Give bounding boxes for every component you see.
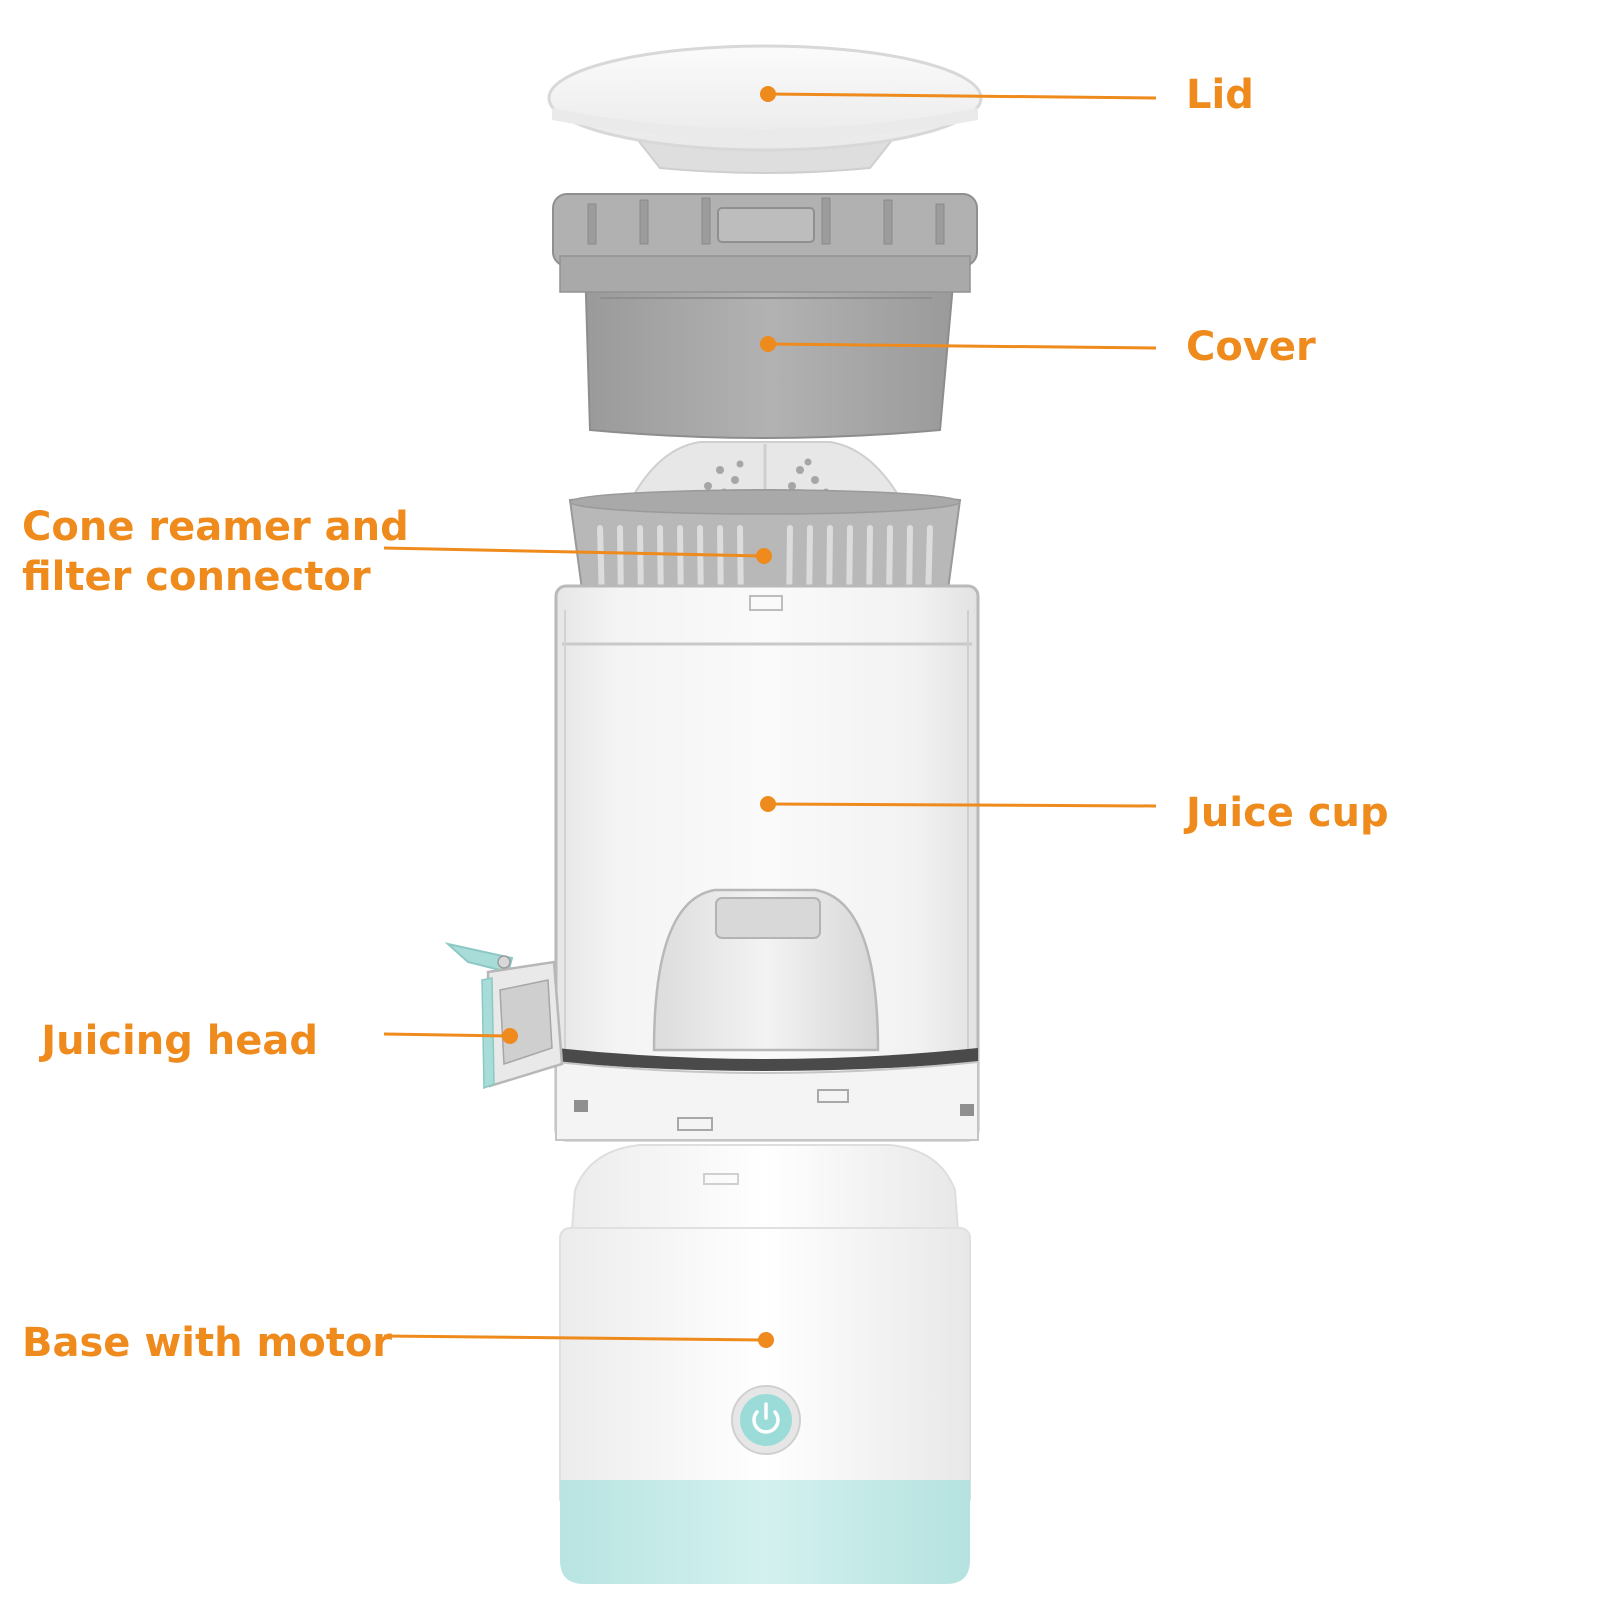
label-cover: Cover [1186,324,1316,370]
power-button[interactable] [731,1385,801,1455]
label-juicing-head: Juicing head [41,1018,318,1064]
leader-cover [760,336,1157,352]
leader-lid [760,86,1157,102]
label-cone-reamer: Cone reamer and filter connector [22,502,409,602]
lid-part [547,44,983,174]
cover-part [552,193,978,439]
label-base-with-motor: Base with motor [22,1320,393,1366]
leader-base [383,1332,774,1348]
leader-cone [383,546,772,564]
leader-juicing-head [383,1028,518,1044]
label-cone-reamer-line1: Cone reamer and [22,504,409,550]
power-icon [752,1402,780,1434]
leader-juice-cup [760,796,1157,812]
leader-lines [383,86,1157,1348]
label-cone-reamer-line2: filter connector [22,554,371,600]
label-juice-cup: Juice cup [1186,790,1389,836]
juice-cup-part [554,584,980,1142]
juicing-head-part [444,942,564,1090]
label-lid: Lid [1186,72,1254,118]
base-part [559,1144,971,1584]
